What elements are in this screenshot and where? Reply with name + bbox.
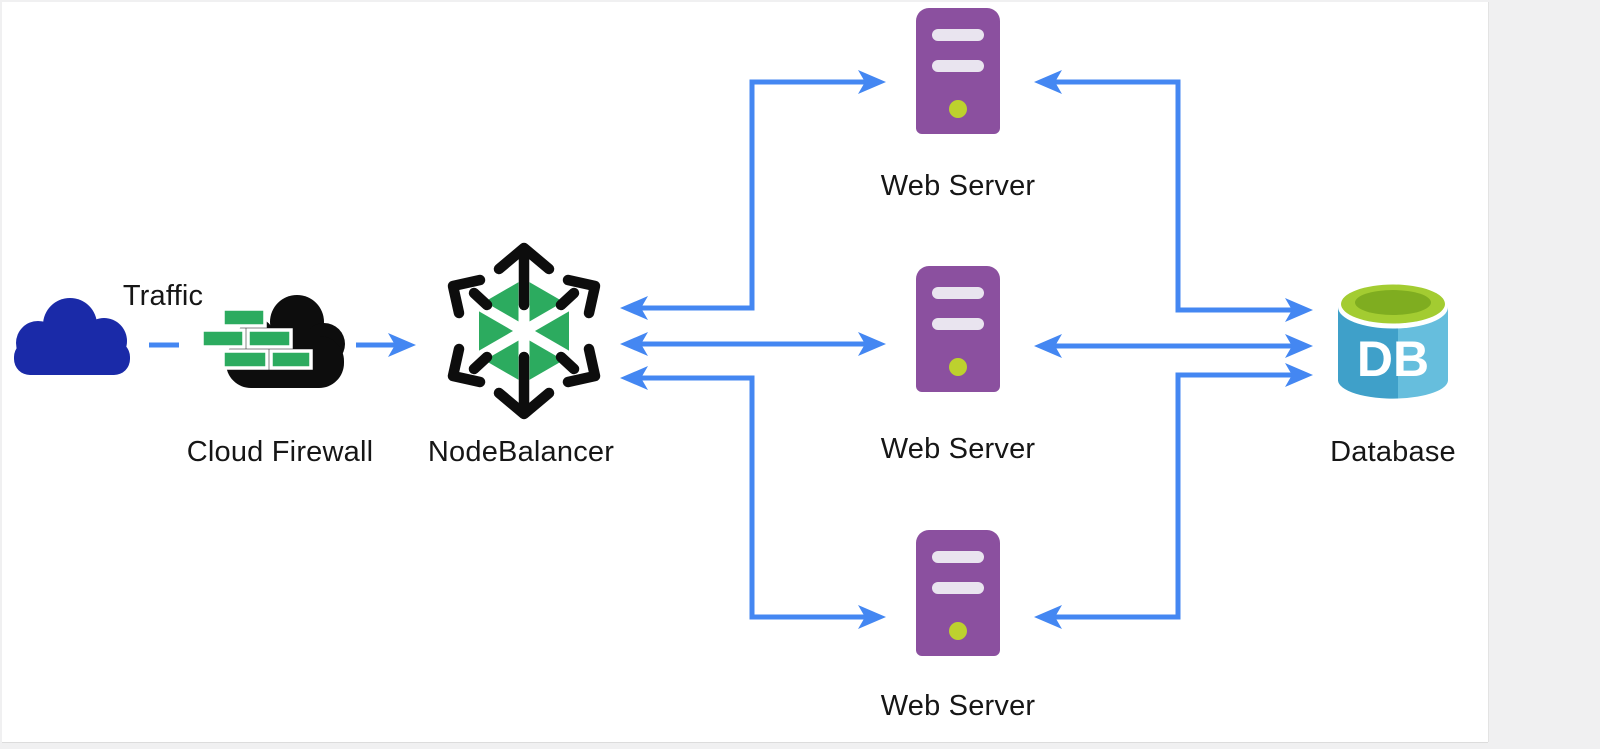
server-led — [949, 100, 967, 118]
traffic-cloud-icon — [14, 298, 130, 375]
database-icon: DB — [1338, 284, 1448, 399]
cloud-firewall-label: Cloud Firewall — [186, 436, 374, 468]
nodebalancer-icon — [447, 242, 601, 420]
server-slot — [932, 582, 984, 594]
server-slot — [932, 318, 984, 330]
server-led — [949, 622, 967, 640]
nodebalancer-label: NodeBalancer — [427, 436, 615, 468]
web-server-bottom-icon — [916, 530, 1000, 656]
web-server-top-label: Web Server — [880, 170, 1036, 202]
web-server-middle-icon — [916, 266, 1000, 392]
web-server-bottom-label: Web Server — [880, 690, 1036, 722]
database-icon-text: DB — [1357, 331, 1429, 387]
web-server-top-icon — [916, 8, 1000, 134]
server-slot — [932, 60, 984, 72]
cloud-firewall-icon — [200, 295, 345, 388]
traffic-label: Traffic — [122, 280, 204, 312]
server-slot — [932, 551, 984, 563]
server-led — [949, 358, 967, 376]
web-server-middle-label: Web Server — [880, 433, 1036, 465]
database-label: Database — [1330, 436, 1456, 468]
server-slot — [932, 287, 984, 299]
server-slot — [932, 29, 984, 41]
